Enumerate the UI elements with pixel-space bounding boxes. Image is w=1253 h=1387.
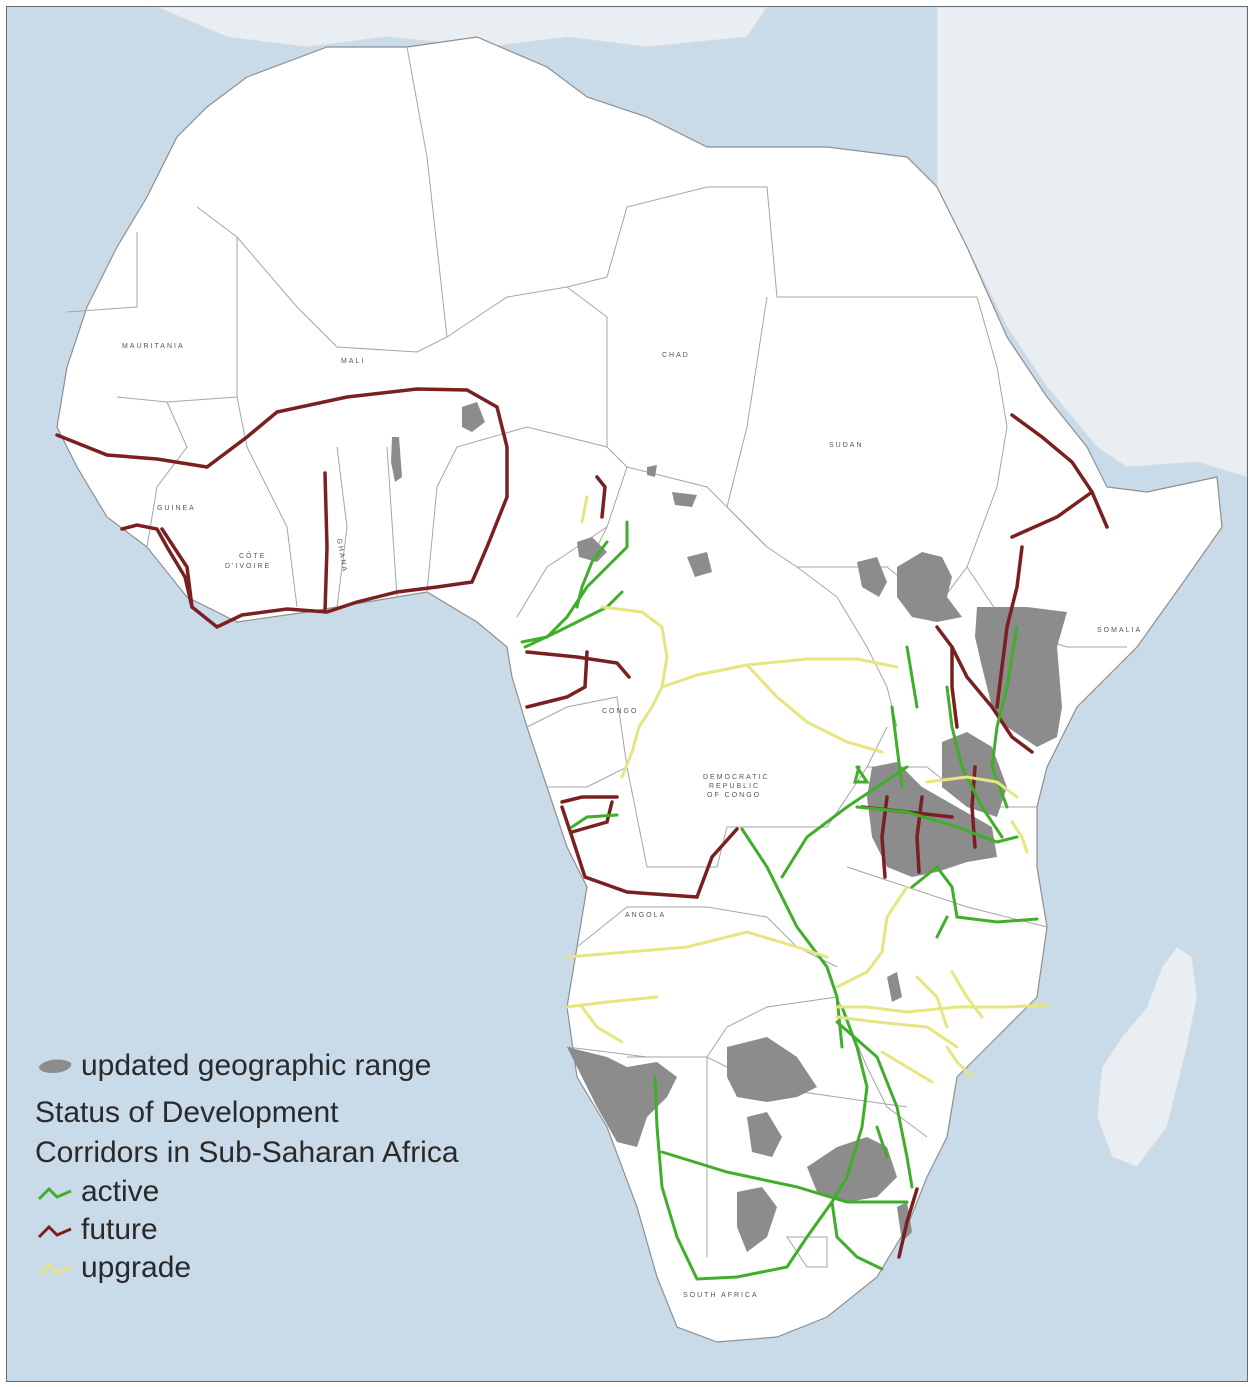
- legend-active-label: active: [81, 1175, 160, 1208]
- madagascar: [1096, 946, 1198, 1168]
- legend-item-future: future: [35, 1211, 575, 1249]
- label-drc-1: DEMOCRATIC: [703, 774, 770, 781]
- range-swatch-icon: [39, 1059, 72, 1073]
- label-mauritania: MAURITANIA: [122, 343, 185, 350]
- africa-landmass: [56, 36, 1223, 1343]
- legend-title-line2: Corridors in Sub-Saharan Africa: [35, 1136, 459, 1169]
- legend-item-active: active: [35, 1173, 575, 1211]
- legend-range-label: updated geographic range: [81, 1049, 432, 1082]
- upgrade-line-icon: [37, 1262, 72, 1277]
- europe-coast: [156, 7, 768, 48]
- upgrade-corridors: [565, 495, 1049, 1084]
- label-cote-divoire-1: CÔTE: [239, 551, 266, 560]
- future-line-icon: [37, 1224, 72, 1239]
- legend-title-line1: Status of Development: [35, 1096, 339, 1129]
- label-angola: ANGOLA: [625, 912, 666, 919]
- label-guinea: GUINEA: [157, 505, 196, 512]
- label-drc-2: REPUBLIC: [709, 783, 760, 790]
- label-south-africa: SOUTH AFRICA: [683, 1292, 759, 1299]
- label-drc-3: OF CONGO: [707, 792, 761, 799]
- label-sudan: SUDAN: [829, 442, 864, 449]
- map-legend: updated geographic range Status of Devel…: [35, 1047, 575, 1287]
- legend-range-row: updated geographic range: [35, 1047, 575, 1085]
- active-corridors: [520, 520, 1039, 1281]
- legend-item-upgrade: upgrade: [35, 1249, 575, 1287]
- future-corridors: [55, 387, 1109, 1259]
- legend-upgrade-label: upgrade: [81, 1251, 192, 1284]
- label-cote-divoire-2: D'IVOIRE: [225, 563, 271, 570]
- africa-map[interactable]: MAURITANIA MALI CHAD SUDAN GUINEA CÔTE D…: [7, 7, 1247, 1381]
- active-line-icon: [37, 1186, 72, 1201]
- label-somalia: SOMALIA: [1097, 627, 1142, 634]
- label-chad: CHAD: [662, 352, 690, 359]
- legend-future-label: future: [81, 1213, 158, 1246]
- label-mali: MALI: [341, 358, 365, 365]
- label-congo: CONGO: [602, 708, 638, 715]
- map-frame: MAURITANIA MALI CHAD SUDAN GUINEA CÔTE D…: [6, 6, 1248, 1382]
